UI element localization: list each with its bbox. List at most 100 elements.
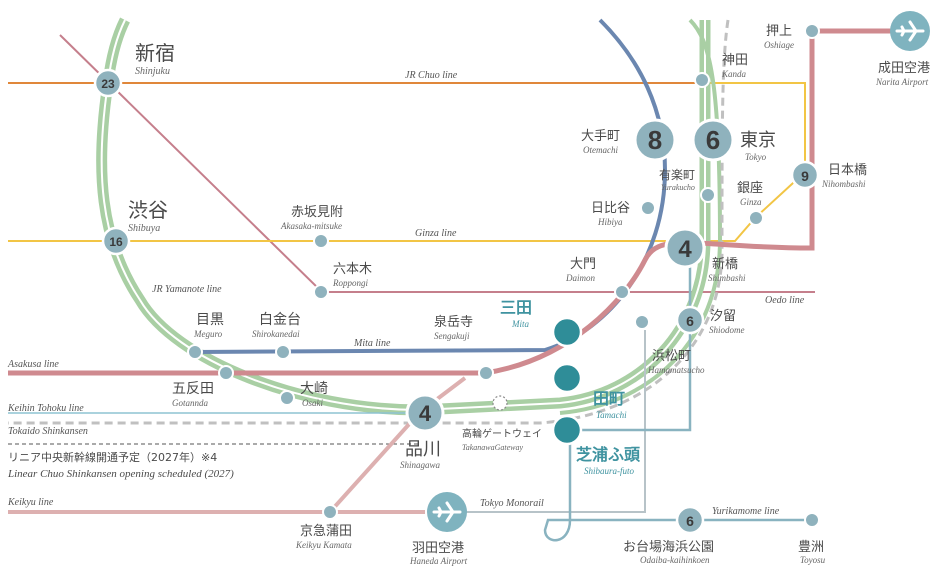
label-hibiya-en: Hibiya (597, 217, 623, 227)
line-label-monorail: Tokyo Monorail (480, 498, 544, 509)
badge-shinagawa[interactable]: 4 (405, 393, 445, 433)
label-sengakuji-jp: 泉岳寺 (434, 314, 473, 330)
label-shibuya-en: Shibuya (128, 223, 160, 234)
line-label-mita: Mita line (353, 338, 391, 349)
badge-shimbashi[interactable]: 4 (664, 227, 706, 269)
ginza-line (8, 82, 806, 242)
line-label-yurikamome: Yurikamome line (712, 506, 780, 517)
label-meguro-jp: 目黒 (196, 312, 224, 328)
badge-tokyo[interactable]: 6 (691, 118, 735, 162)
station-dot-oshiage[interactable] (804, 23, 820, 39)
station-dot-yurakucho[interactable] (700, 187, 716, 203)
badge-shiodome-number: 6 (686, 313, 694, 329)
label-shinagawa-en: Shinagawa (400, 460, 441, 470)
label-tamachi-en: Tamachi (596, 410, 627, 420)
label-daimon-en: Daimon (565, 273, 595, 283)
label-osaki-en: Osaki (302, 398, 323, 408)
station-dot-sengakuji[interactable] (478, 365, 494, 381)
yurikamome-line (543, 258, 815, 542)
badge-shinjuku[interactable]: 23 (93, 68, 123, 98)
badge-tokyo-number: 6 (706, 125, 720, 155)
label-gotannda-en: Gotannda (172, 398, 209, 408)
note-jp: リニア中央新幹線開通予定（2027年）※4 (8, 450, 217, 464)
label-roppongi-jp: 六本木 (333, 262, 372, 277)
station-dot-mita[interactable] (551, 316, 583, 348)
label-shibuya-jp: 渋谷 (128, 198, 168, 222)
station-dot-toyosu[interactable] (804, 512, 820, 528)
station-dot-daimon[interactable] (614, 284, 630, 300)
badge-shiodome[interactable]: 6 (675, 305, 705, 335)
station-dot-shibaura[interactable] (551, 414, 583, 446)
badge-odaiba[interactable]: 6 (675, 505, 705, 535)
label-nihombashi-en: Nihombashi (821, 179, 866, 189)
label-shimbashi-en: Shimbashi (708, 273, 746, 283)
label-oshiage-jp: 押上 (766, 24, 792, 39)
monorail-line (450, 330, 646, 513)
shinkansen-dashed (8, 19, 730, 425)
label-shinagawa-jp: 品川 (405, 439, 441, 460)
badge-nihombashi-number: 9 (801, 168, 809, 184)
label-yurakucho-en: Yurakucho (661, 183, 695, 192)
label-haneda-en: Haneda Airport (409, 556, 468, 566)
label-meguro-en: Meguro (193, 329, 223, 339)
station-dot-gotannda[interactable] (218, 365, 234, 381)
label-otemachi-en: Otemachi (583, 145, 618, 155)
station-dot-takanawa[interactable] (492, 395, 508, 411)
station-dot-roppongi[interactable] (313, 284, 329, 300)
label-shiodome-en: Shiodome (709, 325, 745, 335)
label-otemachi-jp: 大手町 (581, 129, 620, 144)
label-takanawa-en: TakanawaGateway (462, 443, 523, 452)
keikyu-branch (328, 376, 467, 514)
label-tokyo-jp: 東京 (740, 130, 776, 151)
yamanote-outer-right (559, 18, 723, 415)
highlight-stations (551, 316, 583, 446)
line-label-yamanote: JR Yamanote line (152, 284, 222, 295)
label-mita-en: Mita (511, 319, 529, 329)
station-dot-kanda[interactable] (694, 72, 710, 88)
station-dot-meguro[interactable] (187, 344, 203, 360)
label-hamamatsucho-en: Hamamatsucho (647, 365, 705, 375)
station-dot-tamachi[interactable] (551, 362, 583, 394)
station-dot-ginza[interactable] (748, 210, 764, 226)
label-ginza-en: Ginza (740, 197, 762, 207)
label-ginza-jp: 銀座 (737, 181, 763, 196)
label-shimbashi-jp: 新橋 (712, 256, 738, 272)
line-label-tokaido: Tokaido Shinkansen (8, 426, 88, 437)
label-shinjuku-jp: 新宿 (135, 41, 175, 65)
label-shinjuku-en: Shinjuku (135, 66, 170, 77)
badge-odaiba-number: 6 (686, 513, 694, 529)
label-daimon-jp: 大門 (570, 257, 596, 272)
asakusa-line (8, 28, 915, 376)
label-mita-jp: 三田 (500, 298, 532, 317)
station-dot-hamamatsucho[interactable] (634, 314, 650, 330)
badge-nihombashi[interactable]: 9 (790, 160, 820, 190)
label-tamachi-jp: 田町 (593, 389, 625, 408)
label-osaki-jp: 大崎 (300, 381, 328, 397)
badge-shibuya[interactable]: 16 (101, 226, 131, 256)
airplane-icon (895, 20, 925, 42)
label-gotannda-jp: 五反田 (172, 381, 214, 397)
label-oshiage-en: Oshiage (764, 40, 794, 50)
station-dot-keikyu-kamata[interactable] (322, 504, 338, 520)
badge-otemachi[interactable]: 8 (633, 118, 677, 162)
label-shirokanedai-en: Shirokanedai (252, 329, 300, 339)
label-keikyu-kamata-jp: 京急蒲田 (300, 524, 352, 539)
station-dot-shirokanedai[interactable] (275, 344, 291, 360)
label-akasaka-en: Akasaka-mitsuke (280, 221, 342, 231)
label-keikyu-kamata-en: Keikyu Kamata (295, 540, 352, 550)
station-dot-akasaka[interactable] (313, 233, 329, 249)
airport-haneda[interactable] (427, 492, 467, 532)
label-nihombashi-jp: 日本橋 (828, 163, 867, 178)
station-dot-osaki[interactable] (279, 390, 295, 406)
badge-otemachi-number: 8 (648, 125, 662, 155)
label-kanda-jp: 神田 (722, 53, 748, 68)
airport-narita[interactable] (890, 11, 930, 51)
line-label-keihin-tohoku: Keihin Tohoku line (7, 403, 84, 414)
station-dot-hibiya[interactable] (640, 200, 656, 216)
label-yurakucho-jp: 有楽町 (659, 168, 695, 182)
line-label-asakusa: Asakusa line (7, 359, 59, 370)
label-toyosu-jp: 豊洲 (798, 540, 824, 555)
label-shibaura-en: Shibaura-futo (584, 466, 635, 476)
label-takanawa-jp: 高輪ゲートウェイ (462, 427, 542, 440)
